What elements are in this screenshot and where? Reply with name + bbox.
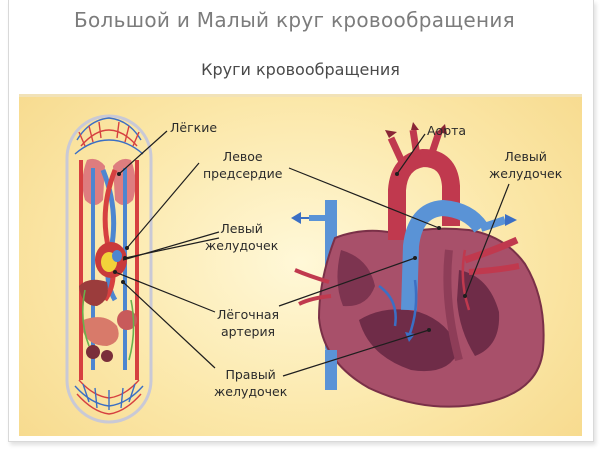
leader-dots: [113, 172, 467, 332]
label-left-atrium-line1: Левое: [222, 149, 263, 164]
leader-lines: [114, 130, 510, 377]
label-right-ventricle: Правый желудочек: [214, 366, 287, 400]
label-aorta: Аорта: [427, 123, 467, 138]
diagram-panel: Круги кровообращения: [19, 50, 582, 436]
pulmonary-artery: [401, 199, 488, 311]
label-left-ventricle-right-line1: Левый: [504, 149, 547, 164]
label-right-ventricle-line2: желудочек: [214, 384, 288, 399]
label-left-ventricle: Левый желудочек: [205, 220, 278, 254]
heart-illustration: [291, 122, 545, 408]
label-pulmonary-artery: Лёгочная артерия: [217, 306, 279, 340]
header-rule: [19, 94, 582, 97]
label-left-atrium: Левое предсердие: [203, 148, 282, 182]
left-ventricle-chamber: [457, 270, 500, 356]
body-circulation-schematic: [65, 114, 153, 424]
lower-capillaries: [74, 379, 144, 415]
slide-title: Большой и Малый круг кровообращения: [74, 8, 515, 32]
stomach: [117, 310, 137, 330]
liver: [79, 279, 108, 306]
mini-heart: [95, 242, 127, 278]
label-pulmonary-artery-line1: Лёгочная: [217, 307, 280, 322]
label-left-ventricle-right-line2: желудочек: [489, 166, 563, 181]
label-left-ventricle-line1: Левый: [220, 221, 263, 236]
aorta: [388, 148, 460, 240]
intestines: [83, 317, 119, 346]
label-left-ventricle-line2: желудочек: [205, 238, 279, 253]
diagram-title: Круги кровообращения: [201, 60, 400, 79]
label-right-ventricle-line1: Правый: [225, 367, 276, 382]
circulation-illustration: [65, 114, 545, 424]
label-left-ventricle-right: Левый желудочек: [489, 148, 562, 182]
label-lungs: Лёгкие: [170, 120, 218, 135]
kidney: [86, 345, 100, 359]
label-left-atrium-line2: предсердие: [203, 166, 283, 181]
kidney-2: [101, 350, 113, 362]
label-pulmonary-artery-line2: артерия: [220, 324, 276, 339]
diagram-header: [19, 50, 582, 94]
right-atrium-chamber: [337, 250, 375, 307]
upper-capillaries: [74, 117, 144, 155]
